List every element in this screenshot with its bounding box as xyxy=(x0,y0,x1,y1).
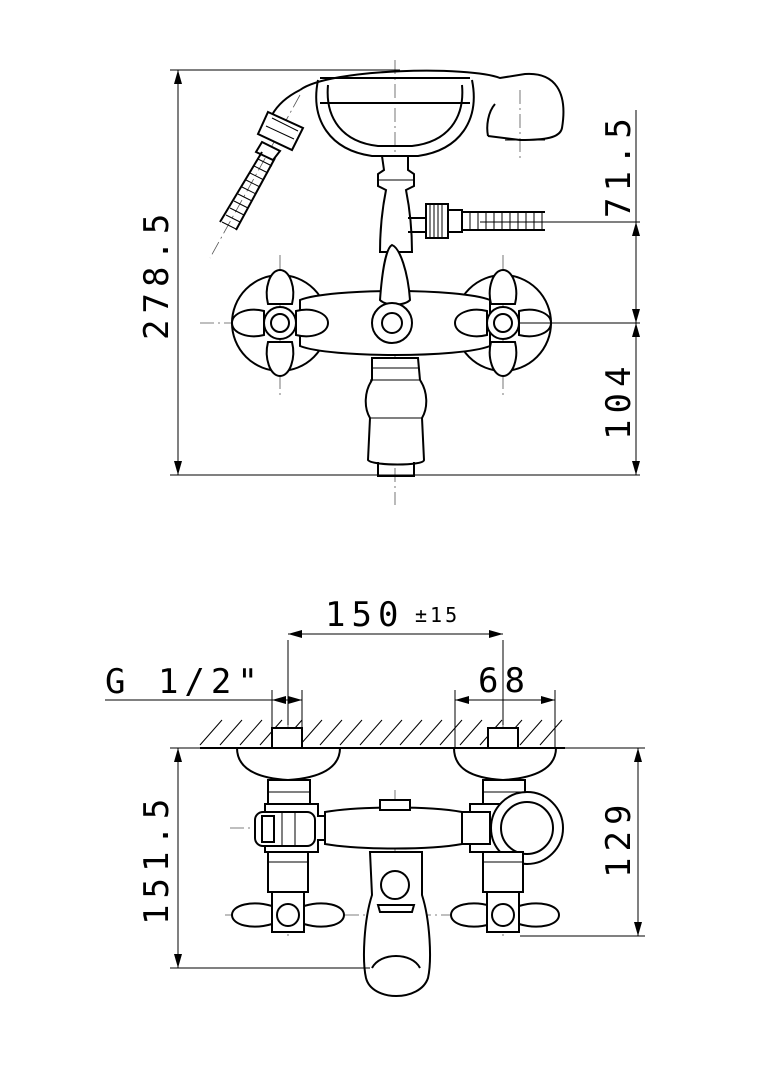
dim-depth-handle: 129 xyxy=(599,799,639,878)
dim-center-tolerance: ±15 xyxy=(415,603,460,627)
dim-upper-offset: 71.5 xyxy=(599,112,639,218)
front-view xyxy=(200,60,570,505)
front-view-dimensions: 278.5 71.5 104 xyxy=(137,69,640,476)
dim-center-distance: 150 xyxy=(325,595,404,635)
dim-lower-offset: 104 xyxy=(599,361,639,440)
top-view-dimensions: 150 ±15 G 1/2" 68 151.5 129 xyxy=(105,595,645,969)
dim-depth-total: 151.5 xyxy=(137,793,177,925)
dim-projection: 68 xyxy=(478,661,531,701)
dim-thread-size: G 1/2" xyxy=(105,662,264,702)
top-view xyxy=(199,700,565,997)
dim-total-height: 278.5 xyxy=(137,208,177,340)
